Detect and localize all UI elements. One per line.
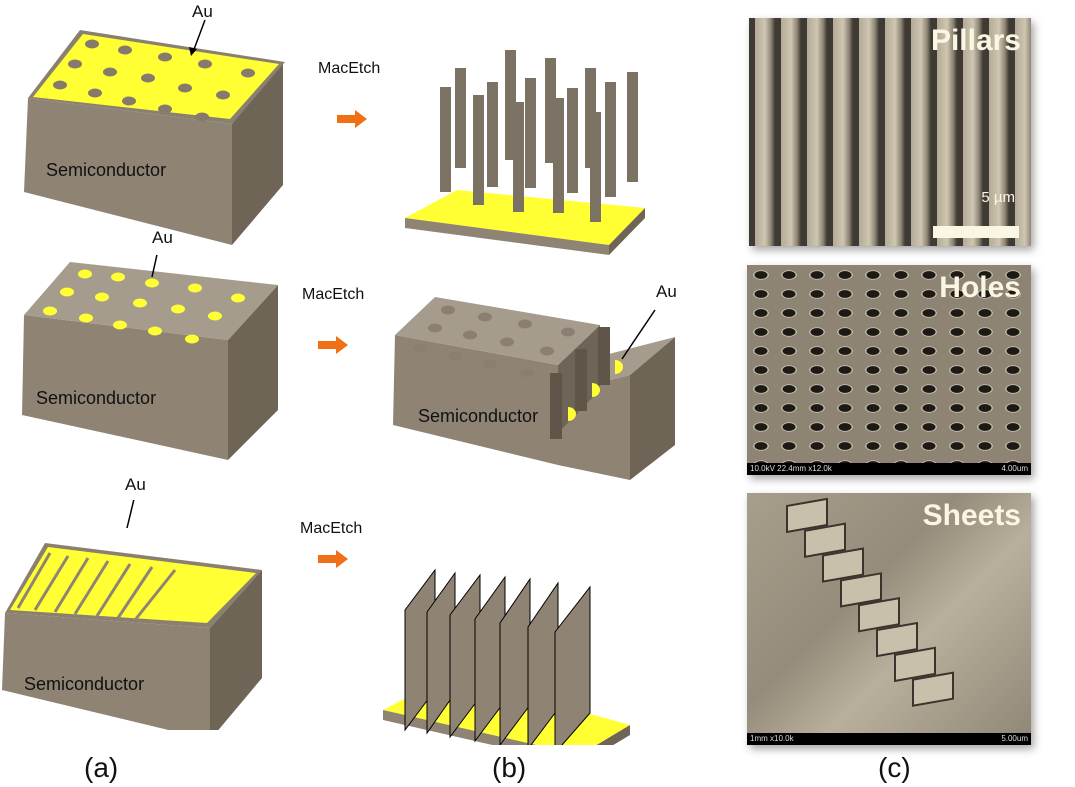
semiconductor-label: Semiconductor [418,406,539,426]
sem-info-right: 4.00um [1001,464,1028,473]
sem-image-sheets: Sheets 1mm x10.0k 5.00um [747,493,1031,745]
holes-schematic [393,297,675,480]
arrow-right-icon [318,550,348,568]
macetch-label: MacEtch [318,60,381,77]
scale-bar-label: 5 µm [981,189,1015,206]
scale-bar [933,226,1019,238]
au-label: Au [125,475,146,494]
panel-label-c: (c) [878,752,911,783]
block-with-gold-lines [2,500,262,730]
sem-info-left: 1mm x10.0k [750,734,794,743]
arrow-right-icon [337,110,367,128]
macetch-label: MacEtch [302,286,365,303]
au-label: Au [152,228,173,247]
sheets-schematic [383,568,630,745]
semiconductor-label: Semiconductor [36,388,157,408]
pillars-schematic [405,50,645,255]
sem-image-holes: Holes 10.0kV 22.4mm x12.0k 4.00um [747,265,1031,475]
panel-label-b: (b) [492,752,527,783]
semiconductor-label: Semiconductor [24,674,145,694]
panel-label-a: (a) [84,752,119,783]
sem-info-bar: 1mm x10.0k 5.00um [747,733,1031,745]
sem-title-pillars: Pillars [930,24,1021,57]
macetch-label: MacEtch [300,520,363,537]
sem-title-holes: Holes [939,271,1021,304]
semiconductor-label: Semiconductor [46,160,167,180]
sem-info-right: 5.00um [1001,734,1028,743]
block-with-gold-holes [24,19,285,245]
arrow-right-icon [318,336,348,354]
au-label: Au [656,282,677,301]
sem-image-pillars: Pillars 5 µm [749,18,1031,246]
sem-title-sheets: Sheets [922,499,1021,532]
sem-info-left: 10.0kV 22.4mm x12.0k [750,464,832,473]
block-with-gold-dots [22,255,278,460]
sem-info-bar: 10.0kV 22.4mm x12.0k 4.00um [747,463,1031,475]
au-label: Au [192,2,213,21]
sheets-texture [786,497,954,707]
